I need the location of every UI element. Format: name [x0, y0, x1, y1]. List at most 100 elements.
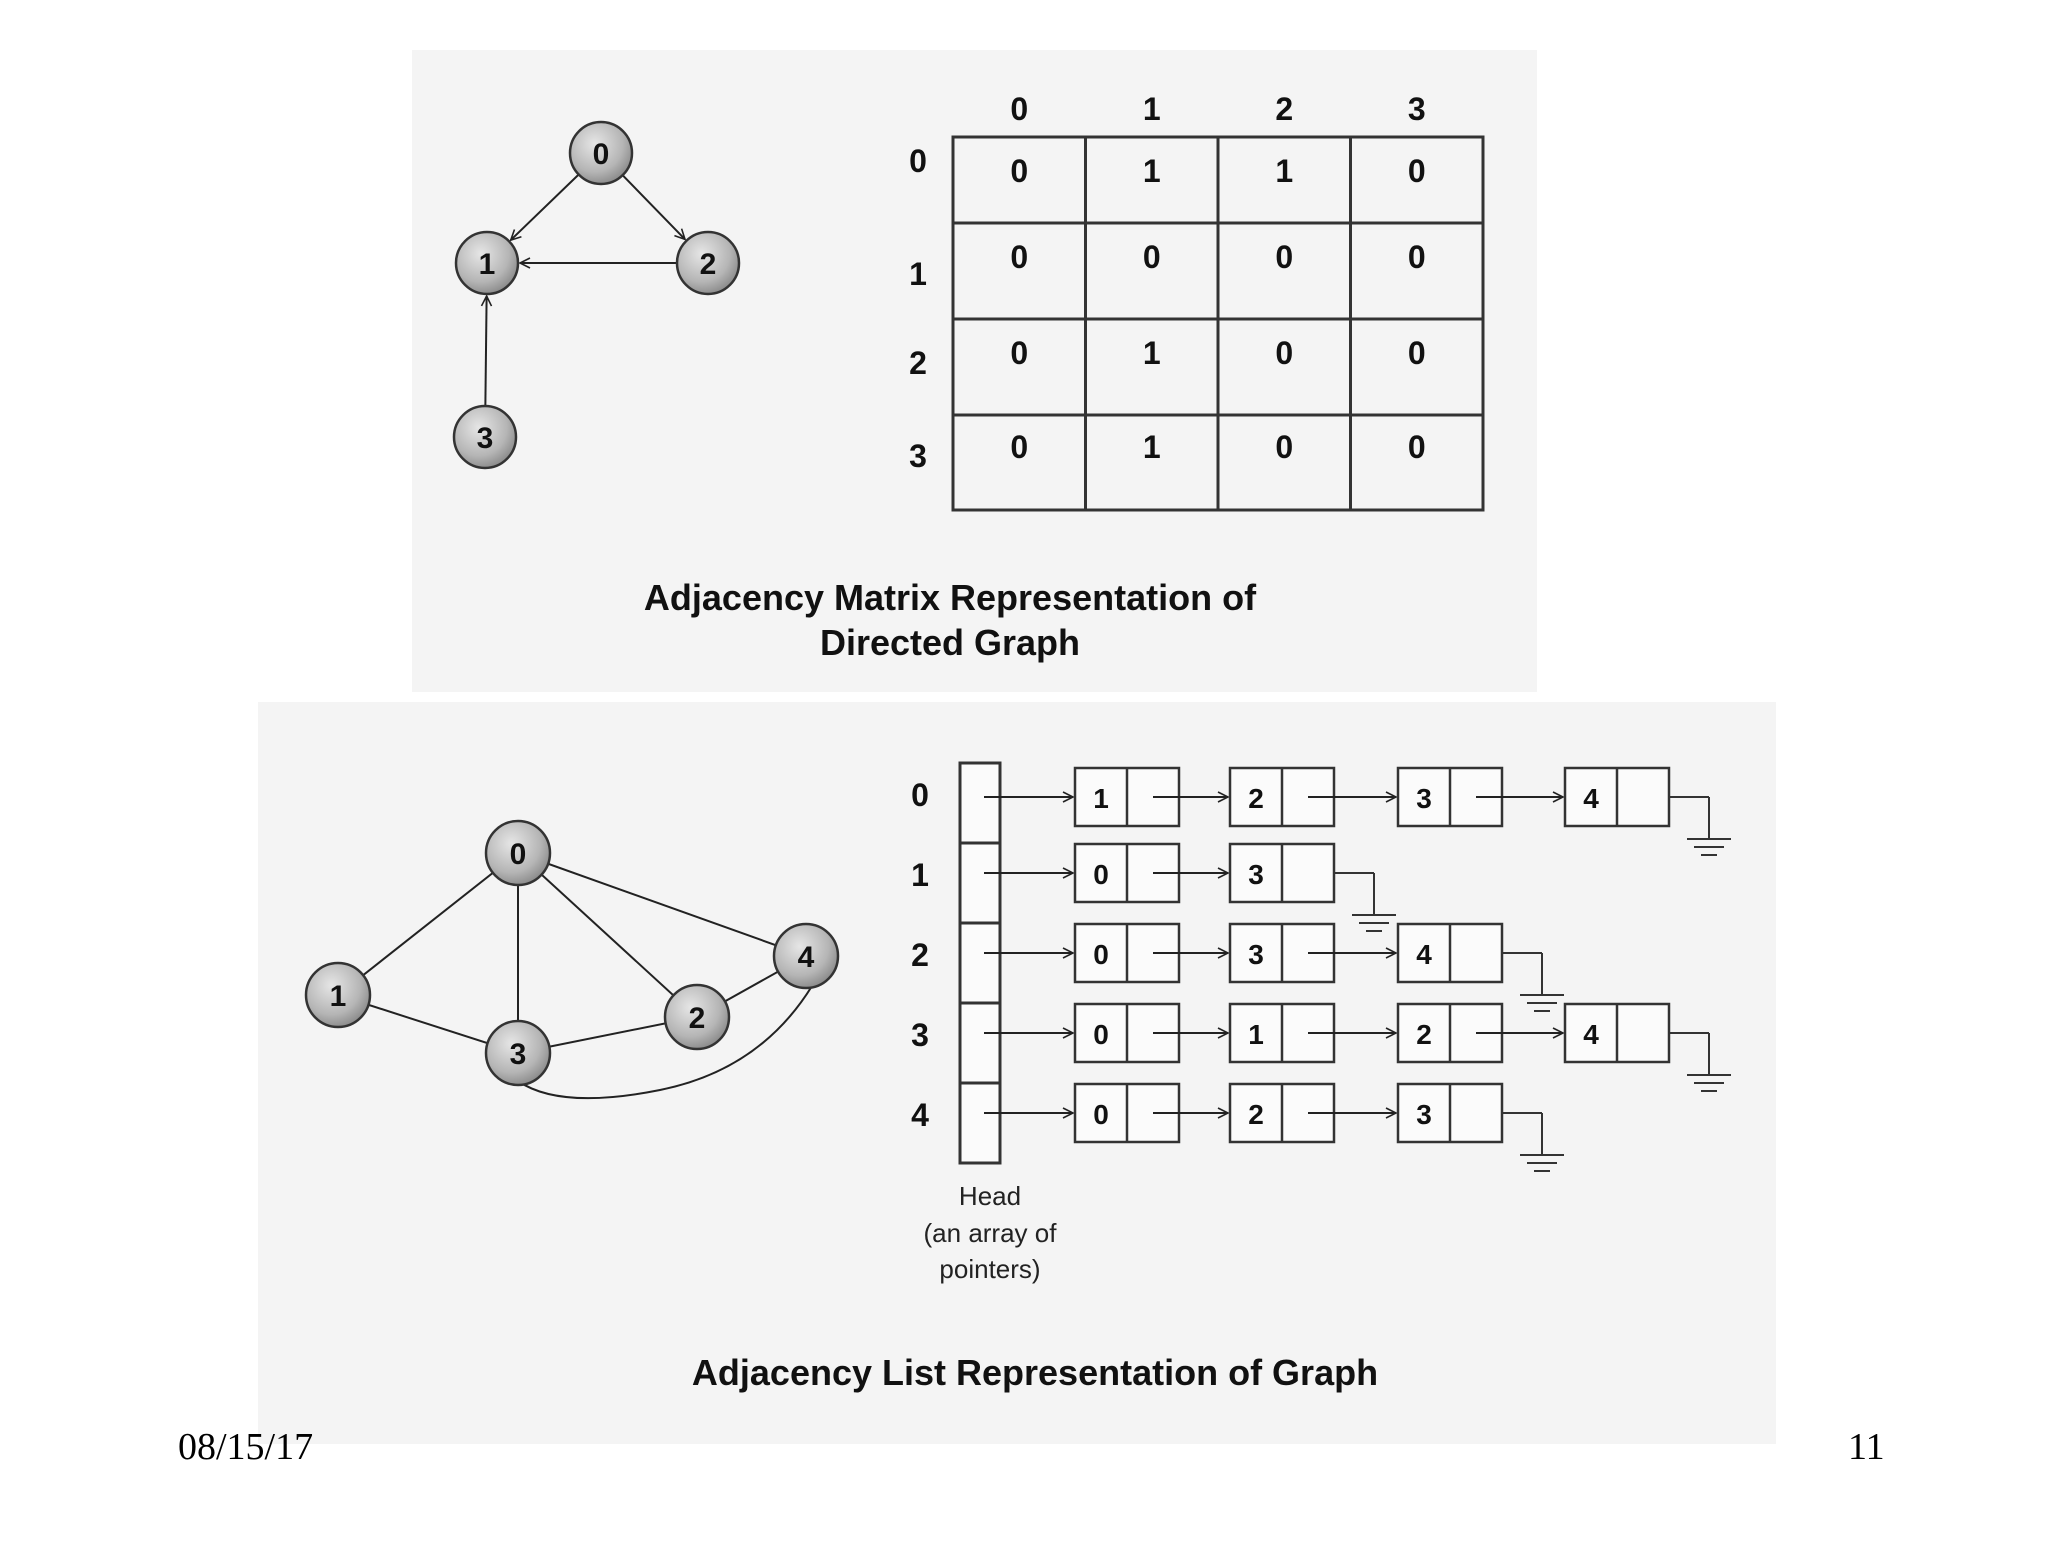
directed-graph-node-2: 2 [675, 230, 741, 296]
undirected-edge-0-4 [517, 852, 807, 957]
list-node: 3 [1396, 1082, 1504, 1144]
bottom-panel [258, 702, 1776, 1444]
matrix-cell: 0 [1010, 239, 1028, 275]
matrix-cell: 1 [1143, 153, 1161, 189]
svg-text:0: 0 [510, 838, 527, 871]
svg-text:4: 4 [798, 941, 815, 974]
null-ground-icon [1669, 1032, 1731, 1092]
svg-text:3: 3 [1416, 783, 1432, 814]
adjacency-list-row-4: 0 2 3 [984, 1082, 1564, 1172]
undirected-edge-0-2 [517, 852, 698, 1018]
adjacency-matrix-grid [951, 135, 1485, 512]
head-row-label: 3 [911, 1017, 929, 1053]
svg-text:1: 1 [1248, 1019, 1264, 1050]
head-label-line-3: pointers) [939, 1254, 1040, 1284]
svg-text:4: 4 [1583, 783, 1599, 814]
directed-graph-edges [485, 173, 685, 407]
svg-text:3: 3 [477, 422, 494, 455]
matrix-cell: 0 [1010, 335, 1028, 371]
undirected-graph-node-1: 1 [304, 961, 372, 1029]
undirected-edge-0-1 [337, 852, 519, 996]
matrix-row-header: 1 [909, 256, 927, 292]
directed-edge-3-1 [485, 296, 486, 407]
svg-text:2: 2 [1416, 1019, 1432, 1050]
matrix-row-header: 0 [909, 143, 927, 179]
list-node: 0 [1073, 842, 1181, 904]
svg-text:1: 1 [1093, 783, 1109, 814]
svg-text:0: 0 [1093, 859, 1109, 890]
matrix-col-header: 2 [1275, 91, 1293, 127]
head-row-label: 0 [911, 777, 929, 813]
svg-text:0: 0 [1093, 939, 1109, 970]
matrix-cell: 0 [1408, 335, 1426, 371]
svg-text:0: 0 [1093, 1099, 1109, 1130]
slide-number: 11 [1848, 1426, 1885, 1468]
directed-graph-nodes: 0 1 2 3 [452, 120, 741, 470]
null-ground-icon [1669, 796, 1731, 856]
svg-text:3: 3 [510, 1038, 527, 1071]
matrix-cell: 0 [1408, 429, 1426, 465]
svg-text:2: 2 [700, 248, 717, 281]
matrix-caption-line-1: Adjacency Matrix Representation of [644, 577, 1257, 618]
matrix-cell: 0 [1408, 153, 1426, 189]
svg-text:2: 2 [689, 1002, 706, 1035]
null-ground-icon [1502, 952, 1564, 1012]
undirected-edge-3-4 [517, 985, 813, 1100]
undirected-graph-node-2: 2 [663, 983, 731, 1051]
matrix-cell: 0 [1275, 335, 1293, 371]
svg-text:3: 3 [1248, 939, 1264, 970]
directed-graph-node-0: 0 [568, 120, 634, 186]
svg-text:0: 0 [593, 138, 610, 171]
head-array-border [958, 761, 1002, 1165]
head-label-line-2: (an array of [924, 1218, 1058, 1248]
matrix-caption-line-2: Directed Graph [820, 622, 1080, 663]
matrix-col-header: 1 [1143, 91, 1161, 127]
directed-graph-node-1: 1 [454, 230, 520, 296]
svg-text:1: 1 [330, 980, 347, 1013]
svg-text:4: 4 [1416, 939, 1432, 970]
svg-text:2: 2 [1248, 1099, 1264, 1130]
slide-date: 08/15/17 [178, 1426, 314, 1468]
list-node: 3 [1228, 842, 1336, 904]
matrix-cell: 1 [1143, 429, 1161, 465]
matrix-cell: 1 [1143, 335, 1161, 371]
head-row-label: 2 [911, 937, 929, 973]
head-row-labels: 0 1 2 3 4 [911, 777, 929, 1133]
undirected-graph-node-4: 4 [772, 922, 840, 990]
list-node: 4 [1563, 766, 1671, 828]
list-node: 4 [1563, 1002, 1671, 1064]
undirected-graph-node-3: 3 [484, 1019, 552, 1087]
matrix-cell: 0 [1408, 239, 1426, 275]
matrix-col-header: 3 [1408, 91, 1426, 127]
head-label-line-1: Head [959, 1181, 1021, 1211]
undirected-graph-node-0: 0 [484, 819, 552, 887]
directed-edge-0-1 [511, 173, 580, 241]
svg-text:4: 4 [1583, 1019, 1599, 1050]
head-row-label: 4 [911, 1097, 929, 1133]
matrix-cell: 0 [1275, 429, 1293, 465]
svg-text:2: 2 [1248, 783, 1264, 814]
matrix-cell: 0 [1010, 153, 1028, 189]
matrix-cell: 0 [1275, 239, 1293, 275]
svg-text:3: 3 [1416, 1099, 1432, 1130]
svg-text:1: 1 [479, 248, 496, 281]
head-row-label: 1 [911, 857, 929, 893]
list-node: 4 [1396, 922, 1504, 984]
matrix-row-header: 3 [909, 438, 927, 474]
matrix-row-headers: 0 1 2 3 [909, 143, 927, 474]
null-ground-icon [1502, 1112, 1564, 1172]
directed-edge-0-2 [621, 174, 685, 239]
null-ground-icon [1334, 872, 1396, 932]
matrix-row-header: 2 [909, 345, 927, 381]
undirected-graph-nodes: 0 1 2 3 4 [304, 819, 840, 1087]
matrix-cell: 0 [1010, 429, 1028, 465]
adjacency-list-row-0: 1 2 3 4 [984, 766, 1731, 856]
matrix-cell: 1 [1275, 153, 1293, 189]
